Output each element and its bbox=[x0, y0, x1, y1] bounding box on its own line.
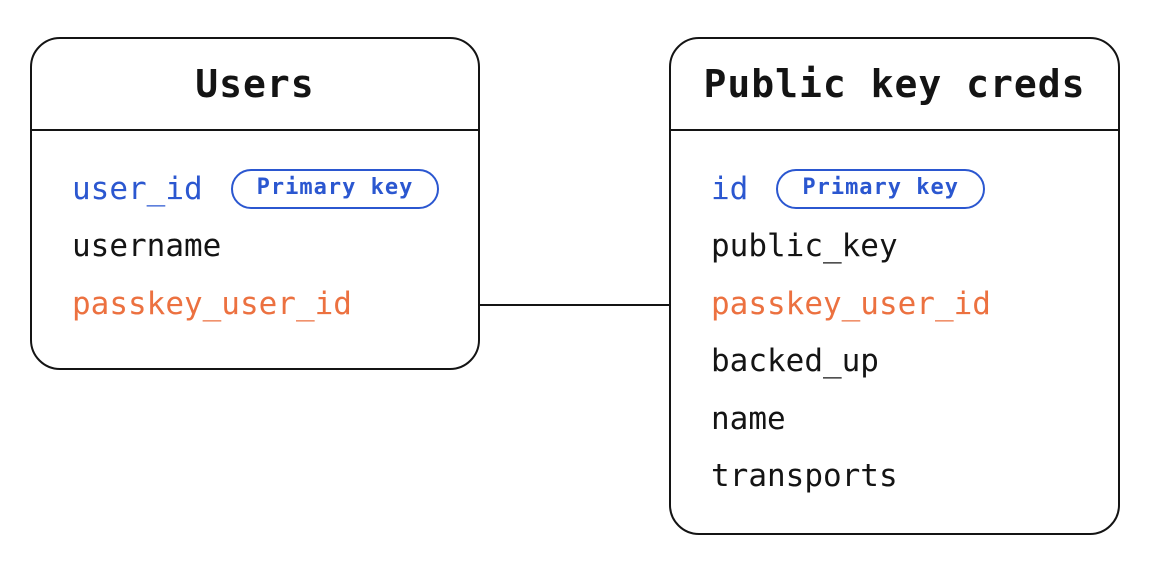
table-public-key-creds-fields: id Primary key public_key passkey_user_i… bbox=[671, 131, 1118, 505]
field-transports: transports bbox=[711, 458, 898, 495]
primary-key-badge: Primary key bbox=[230, 168, 440, 209]
field-id: id bbox=[711, 170, 749, 207]
field-user-id: user_id bbox=[72, 170, 203, 207]
field-row-backed-up: backed_up bbox=[711, 333, 1094, 391]
field-passkey-user-id: passkey_user_id bbox=[72, 285, 352, 322]
field-row-passkey-user-id: passkey_user_id bbox=[711, 275, 1094, 333]
relationship-line-passkey-user-id bbox=[478, 304, 672, 306]
field-row-username: username bbox=[72, 218, 454, 276]
field-public-key: public_key bbox=[711, 228, 898, 265]
field-row-public-key: public_key bbox=[711, 218, 1094, 276]
field-name: name bbox=[711, 400, 786, 437]
field-row-passkey-user-id: passkey_user_id bbox=[72, 275, 454, 333]
table-public-key-creds: Public key creds id Primary key public_k… bbox=[669, 37, 1120, 535]
field-row-name: name bbox=[711, 390, 1094, 448]
field-row-transports: transports bbox=[711, 448, 1094, 506]
field-username: username bbox=[72, 228, 222, 265]
field-passkey-user-id: passkey_user_id bbox=[711, 285, 991, 322]
table-users-title: Users bbox=[32, 39, 478, 131]
table-users: Users user_id Primary key username passk… bbox=[30, 37, 480, 370]
primary-key-badge: Primary key bbox=[776, 168, 986, 209]
table-public-key-creds-title: Public key creds bbox=[671, 39, 1118, 131]
field-backed-up: backed_up bbox=[711, 343, 879, 380]
field-row-user-id: user_id Primary key bbox=[72, 160, 454, 218]
field-row-id: id Primary key bbox=[711, 160, 1094, 218]
table-users-fields: user_id Primary key username passkey_use… bbox=[32, 131, 478, 333]
